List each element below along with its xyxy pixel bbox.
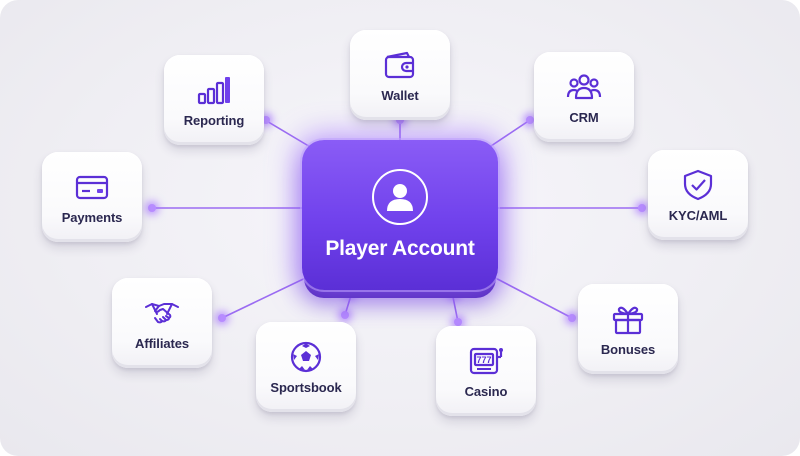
connector-dot (638, 204, 646, 212)
module-casino[interactable]: 777 Casino (436, 326, 536, 416)
connector-dot (396, 116, 404, 124)
module-label: CRM (569, 109, 599, 125)
connector-dot (346, 290, 354, 298)
module-affiliates[interactable]: Affiliates (112, 278, 212, 368)
svg-text:777: 777 (476, 355, 491, 365)
connector-crm (487, 119, 531, 149)
slot-machine-icon: 777 (466, 344, 506, 378)
gift-icon (608, 302, 648, 336)
module-reporting[interactable]: Reporting (164, 55, 264, 145)
users-group-icon (564, 70, 604, 104)
bar-chart-icon (194, 73, 234, 107)
connector-dot (526, 116, 534, 124)
hub-title: Player Account (325, 237, 475, 260)
connector-reporting (264, 119, 313, 149)
hub-player-account[interactable]: Player Account (302, 140, 498, 290)
credit-card-icon (72, 170, 112, 204)
connector-affiliates (221, 271, 319, 319)
connector-dot (450, 290, 458, 298)
connector-bonuses (483, 271, 573, 319)
module-sportsbook[interactable]: Sportsbook (256, 322, 356, 412)
module-label: Sportsbook (270, 379, 342, 395)
user-icon (372, 169, 428, 225)
soccer-ball-icon (286, 340, 326, 374)
module-payments[interactable]: Payments (42, 152, 142, 242)
module-label: Bonuses (600, 341, 656, 357)
connector-dot (262, 116, 270, 124)
module-label: Payments (61, 209, 123, 225)
module-label: Wallet (381, 87, 419, 103)
module-label: Affiliates (135, 335, 189, 351)
connector-dot (454, 318, 462, 326)
module-kyc-aml[interactable]: KYC/AML (648, 150, 748, 240)
module-label: KYC/AML (668, 207, 728, 223)
connector-dot (568, 314, 576, 322)
module-crm[interactable]: CRM (534, 52, 634, 142)
handshake-icon (142, 296, 182, 330)
module-label: Reporting (183, 112, 245, 128)
connector-dot (218, 314, 226, 322)
module-label: Casino (464, 383, 508, 399)
connector-dot (341, 311, 349, 319)
module-wallet[interactable]: Wallet (350, 30, 450, 120)
module-bonuses[interactable]: Bonuses (578, 284, 678, 374)
wallet-icon (380, 48, 420, 82)
shield-check-icon (678, 168, 718, 202)
connector-dot (148, 204, 156, 212)
